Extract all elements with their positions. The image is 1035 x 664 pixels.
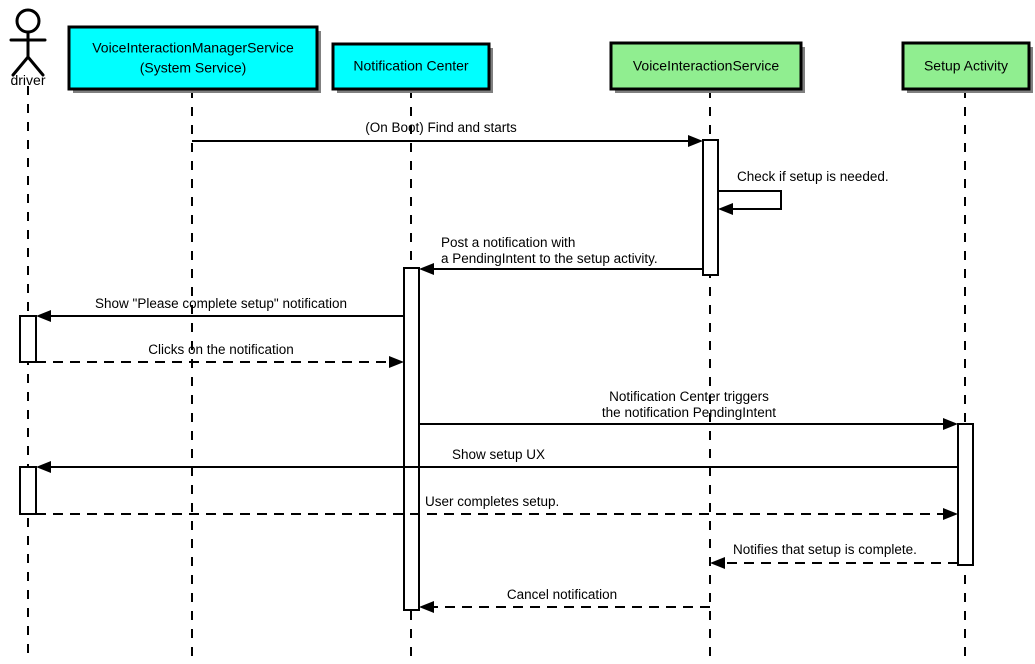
message-2-line <box>718 190 782 210</box>
actor-leg-right-icon <box>26 55 45 77</box>
participant-vims[interactable]: VoiceInteractionManagerService (System S… <box>67 25 321 93</box>
activation-bar-notification-center <box>403 267 420 611</box>
message-1[interactable]: (On Boot) Find and starts <box>192 120 703 147</box>
activation-bars-layer <box>19 139 974 611</box>
participant-driver[interactable]: driver <box>9 8 47 88</box>
message-3-arrowhead <box>419 263 434 275</box>
message-4[interactable]: Show "Please complete setup" notificatio… <box>36 296 404 322</box>
participant-notification-center[interactable]: Notification Center <box>331 42 493 93</box>
activation-bar-setup-activity <box>957 423 974 566</box>
message-2-self-call[interactable]: Check if setup is needed. <box>718 169 889 215</box>
vis-box[interactable] <box>609 41 803 91</box>
actor-head-icon <box>15 8 41 34</box>
message-5-label: Clicks on the notification <box>148 342 294 357</box>
message-10[interactable]: Cancel notification <box>419 587 710 613</box>
message-9[interactable]: Notifies that setup is complete. <box>710 542 958 569</box>
participant-label-vis: VoiceInteractionService <box>633 58 780 74</box>
vims-box[interactable] <box>67 25 319 91</box>
message-7[interactable]: Show setup UX <box>36 447 958 473</box>
participant-label-driver: driver <box>10 72 45 88</box>
message-3-label-line1: Post a notification with <box>441 235 575 250</box>
message-7-label: Show setup UX <box>452 447 545 462</box>
message-8[interactable]: User completes setup. <box>36 494 958 520</box>
message-6-label-line2: the notification PendingIntent <box>602 405 776 420</box>
participant-label-vims-line1: VoiceInteractionManagerService <box>92 40 294 56</box>
message-4-arrowhead <box>36 310 51 322</box>
participant-label-setup-activity: Setup Activity <box>924 58 1008 74</box>
participant-label-notification-center: Notification Center <box>353 58 469 74</box>
message-9-arrowhead <box>710 557 725 569</box>
message-5[interactable]: Clicks on the notification <box>36 342 404 368</box>
actor-leg-left-icon <box>11 55 30 77</box>
message-2-arrowhead <box>718 203 733 215</box>
message-1-arrowhead <box>688 135 703 147</box>
message-1-label: (On Boot) Find and starts <box>365 120 517 135</box>
message-10-label: Cancel notification <box>507 587 617 602</box>
activation-bar-driver-1 <box>19 315 37 363</box>
message-6[interactable]: Notification Center triggers the notific… <box>419 389 958 430</box>
setup-activity-box[interactable] <box>901 41 1031 91</box>
message-3[interactable]: Post a notification with a PendingIntent… <box>419 235 703 275</box>
message-6-label-line1: Notification Center triggers <box>609 389 769 404</box>
participant-label-vims-line2: (System Service) <box>140 60 247 76</box>
message-2-label: Check if setup is needed. <box>737 169 889 184</box>
message-7-arrowhead <box>36 461 51 473</box>
message-4-label: Show "Please complete setup" notificatio… <box>95 296 347 311</box>
notification-center-box[interactable] <box>331 42 491 91</box>
activation-bar-vis <box>702 139 719 276</box>
message-9-label: Notifies that setup is complete. <box>733 542 917 557</box>
participant-setup-activity[interactable]: Setup Activity <box>901 41 1033 93</box>
message-8-label: User completes setup. <box>425 494 559 509</box>
message-3-label-line2: a PendingIntent to the setup activity. <box>441 251 658 266</box>
message-10-arrowhead <box>419 601 434 613</box>
message-5-arrowhead <box>389 356 404 368</box>
participant-voiceinteractionservice[interactable]: VoiceInteractionService <box>609 41 805 93</box>
activation-bar-driver-2 <box>19 466 37 515</box>
message-6-arrowhead <box>943 418 958 430</box>
message-8-arrowhead <box>943 508 958 520</box>
